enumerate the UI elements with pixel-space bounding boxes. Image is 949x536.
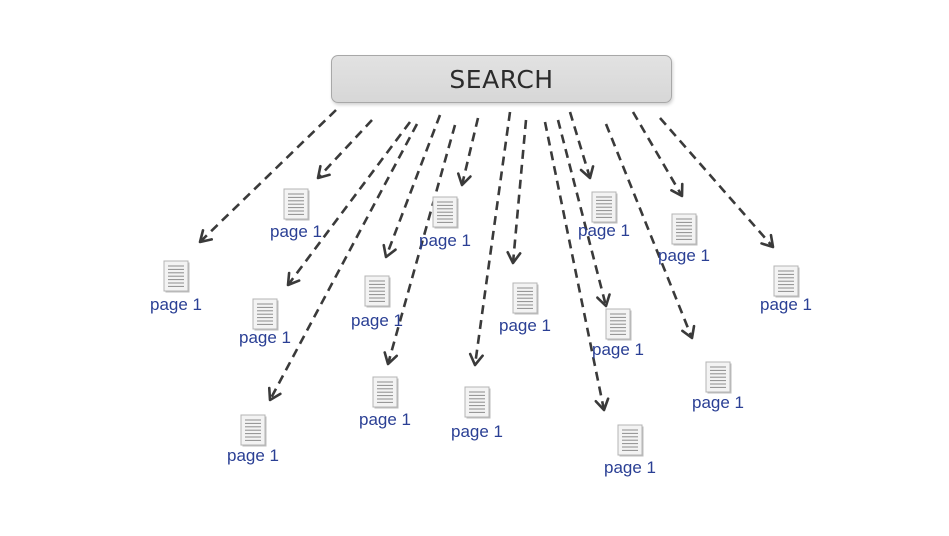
dashed-arrow [199, 109, 337, 243]
page-label: page 1 [239, 328, 291, 347]
dashed-arrow [384, 114, 442, 258]
document-icon [163, 260, 190, 293]
document-icon [240, 414, 267, 447]
page-result[interactable]: page 1 [692, 361, 744, 412]
document-icon [512, 282, 539, 315]
page-label: page 1 [604, 458, 656, 477]
document-icon [252, 298, 279, 331]
dashed-arrow [317, 119, 373, 179]
page-result[interactable]: page 1 [227, 414, 279, 465]
page-label: page 1 [351, 311, 403, 330]
document-icon [773, 265, 800, 298]
page-result[interactable]: page 1 [150, 260, 202, 314]
page-label: page 1 [692, 393, 744, 412]
dashed-arrow [511, 119, 528, 264]
dashed-arrow [543, 121, 606, 411]
arrow-head [594, 397, 610, 412]
page-result[interactable]: page 1 [351, 275, 403, 330]
page-label: page 1 [578, 221, 630, 240]
document-icon [617, 424, 644, 457]
document-icon [464, 386, 491, 419]
arrow-head [468, 352, 484, 367]
arrow-head [596, 293, 611, 308]
dashed-arrow [460, 117, 480, 186]
arrow-head [670, 182, 684, 198]
arrow-head [383, 351, 399, 366]
page-result[interactable]: page 1 [270, 188, 322, 241]
arrow-head [681, 324, 696, 340]
dashed-arrow [286, 121, 412, 286]
page-result[interactable]: page 1 [592, 308, 644, 359]
page-label: page 1 [592, 340, 644, 359]
page-label: page 1 [451, 422, 503, 441]
document-icon [705, 361, 732, 394]
arrow-head [316, 164, 331, 180]
page-result[interactable]: page 1 [658, 213, 710, 265]
document-icon [364, 275, 391, 308]
dashed-arrow [659, 117, 774, 248]
document-icon [671, 213, 698, 246]
arrow-head [579, 165, 595, 180]
arrow-head [382, 243, 397, 259]
arrow-head [760, 233, 775, 249]
arrow-head [198, 229, 214, 244]
page-label: page 1 [359, 410, 411, 429]
document-icon [605, 308, 632, 341]
arrow-head [456, 172, 472, 187]
page-label: page 1 [499, 316, 551, 335]
pages-layer: page 1 page 1 page 1 page 1 page 1 page 1 page… [150, 188, 812, 477]
page-result[interactable]: page 1 [419, 196, 471, 250]
page-result[interactable]: page 1 [359, 376, 411, 429]
arrow-head [267, 386, 282, 402]
page-result[interactable]: page 1 [578, 191, 630, 240]
document-icon [283, 188, 310, 221]
page-result[interactable]: page 1 [499, 282, 551, 335]
page-result[interactable]: page 1 [760, 265, 812, 314]
page-label: page 1 [150, 295, 202, 314]
dashed-arrow [268, 123, 419, 401]
page-label: page 1 [270, 222, 322, 241]
document-icon [372, 376, 399, 409]
page-result[interactable]: page 1 [604, 424, 656, 477]
dashed-arrow [568, 111, 592, 179]
arrows-layer [198, 109, 775, 412]
document-icon [591, 191, 618, 224]
document-icon [432, 196, 459, 229]
dashed-arrow [631, 111, 684, 197]
page-label: page 1 [419, 231, 471, 250]
search-label: SEARCH [449, 64, 554, 94]
page-result[interactable]: page 1 [451, 386, 503, 441]
search-box: SEARCH [331, 55, 672, 103]
dashed-arrow [386, 124, 457, 365]
page-label: page 1 [227, 446, 279, 465]
arrow-head [506, 250, 522, 265]
page-label: page 1 [658, 246, 710, 265]
arrow-head [286, 271, 301, 287]
dashed-arrow [556, 119, 608, 307]
dashed-arrow [604, 123, 694, 339]
page-label: page 1 [760, 295, 812, 314]
dashed-arrow [473, 111, 512, 366]
page-result[interactable]: page 1 [239, 298, 291, 347]
